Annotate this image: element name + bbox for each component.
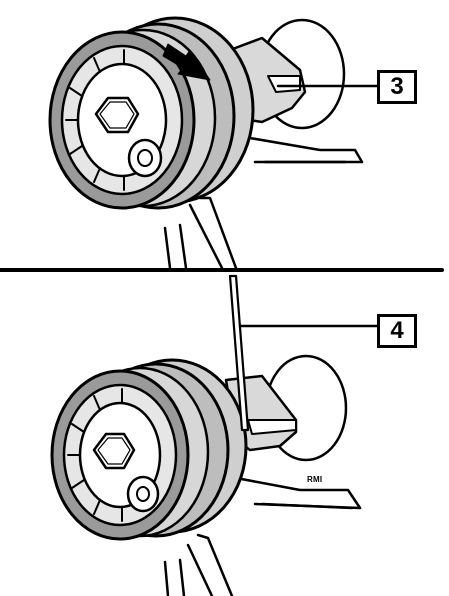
callout-3-label: 3	[377, 70, 417, 104]
upper-bracket	[163, 136, 364, 270]
upper-panel	[48, 16, 379, 270]
rotation-arrow	[162, 43, 211, 81]
lower-panel	[50, 274, 379, 596]
locking-rod	[228, 274, 250, 432]
upper-pulley-spokes	[65, 49, 125, 191]
lower-pulley-spokes	[67, 388, 123, 522]
rmi-watermark: RMI	[307, 475, 323, 484]
lower-bracket	[163, 476, 362, 596]
callout-4-label: 4	[377, 314, 417, 348]
